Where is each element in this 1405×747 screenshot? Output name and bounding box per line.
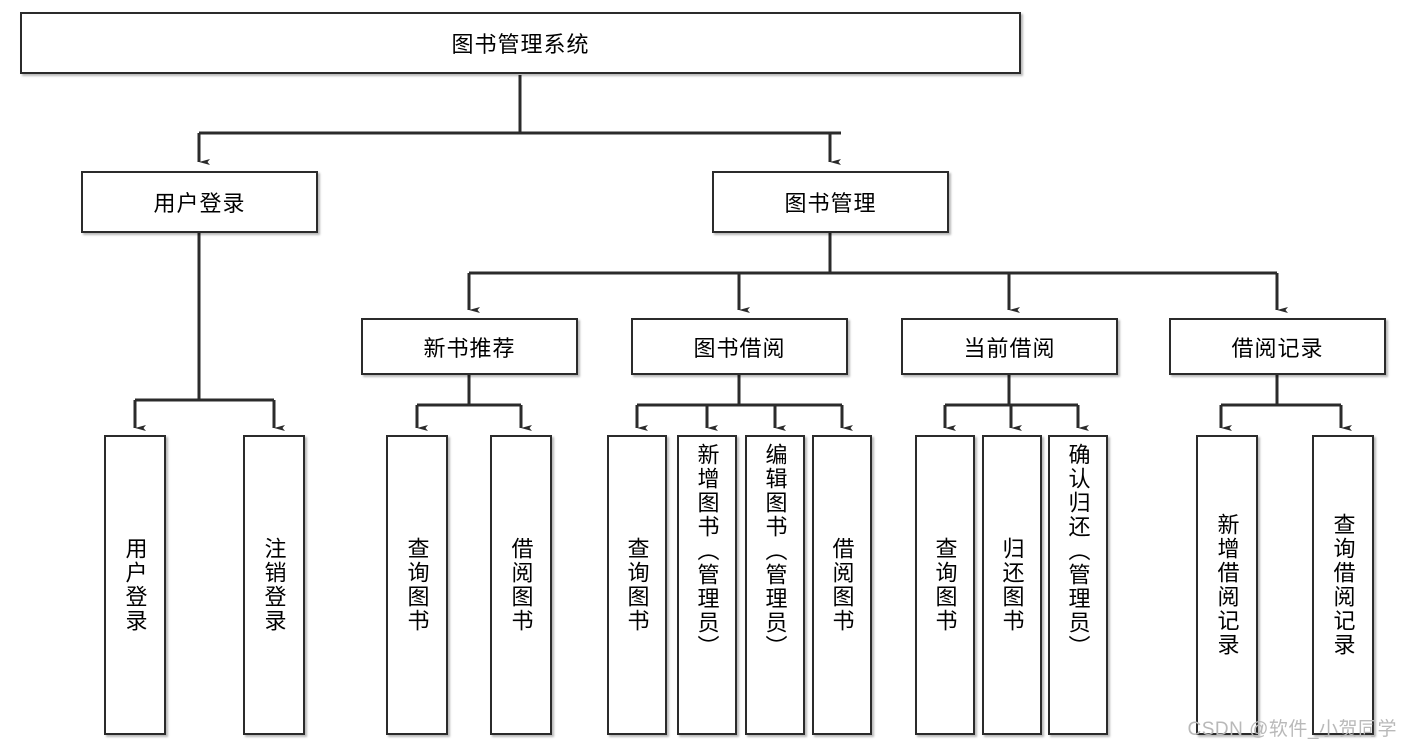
node-leaf-borrow-book-2[interactable]: 借阅图书 (812, 435, 872, 735)
node-leaf-edit-book-label: 编辑图书（管理员） (762, 443, 788, 659)
node-leaf-add-record-label: 新增借阅记录 (1214, 513, 1240, 657)
node-current-borrow[interactable]: 当前借阅 (901, 318, 1118, 375)
node-user-login[interactable]: 用户登录 (81, 171, 318, 233)
node-leaf-add-book-label: 新增图书（管理员） (694, 443, 720, 659)
node-borrow-record[interactable]: 借阅记录 (1169, 318, 1386, 375)
node-leaf-query-book-3[interactable]: 查询图书 (915, 435, 975, 735)
node-leaf-borrow-book-1-label: 借阅图书 (508, 537, 534, 633)
node-leaf-query-book-2[interactable]: 查询图书 (607, 435, 667, 735)
node-leaf-return-book[interactable]: 归还图书 (982, 435, 1042, 735)
node-root-label: 图书管理系统 (451, 32, 590, 57)
node-new-book-recommend[interactable]: 新书推荐 (361, 318, 578, 375)
node-leaf-edit-book[interactable]: 编辑图书（管理员） (745, 435, 805, 735)
node-leaf-confirm-return[interactable]: 确认归还（管理员） (1048, 435, 1108, 735)
csdn-watermark: CSDN @软件_小贺同学 (1187, 719, 1397, 740)
node-leaf-query-book-1[interactable]: 查询图书 (386, 435, 448, 735)
node-new-book-recommend-label: 新书推荐 (423, 335, 516, 361)
node-root[interactable]: 图书管理系统 (20, 12, 1021, 74)
node-leaf-add-book[interactable]: 新增图书（管理员） (677, 435, 737, 735)
node-leaf-user-login-label: 用户登录 (122, 537, 148, 633)
node-leaf-user-login[interactable]: 用户登录 (104, 435, 166, 735)
node-leaf-add-record[interactable]: 新增借阅记录 (1196, 435, 1258, 735)
node-book-manage[interactable]: 图书管理 (712, 171, 949, 233)
node-leaf-logout-label: 注销登录 (261, 537, 287, 633)
node-user-login-label: 用户登录 (153, 191, 246, 216)
node-book-manage-label: 图书管理 (784, 191, 877, 216)
node-borrow-record-label: 借阅记录 (1231, 335, 1324, 361)
node-leaf-query-record[interactable]: 查询借阅记录 (1312, 435, 1374, 735)
node-leaf-query-book-3-label: 查询图书 (932, 537, 958, 633)
node-leaf-query-book-2-label: 查询图书 (624, 537, 650, 633)
node-leaf-return-book-label: 归还图书 (999, 537, 1025, 633)
node-leaf-logout[interactable]: 注销登录 (243, 435, 305, 735)
node-leaf-query-book-1-label: 查询图书 (404, 537, 430, 633)
node-leaf-borrow-book-1[interactable]: 借阅图书 (490, 435, 552, 735)
node-leaf-borrow-book-2-label: 借阅图书 (829, 537, 855, 633)
node-book-borrow[interactable]: 图书借阅 (631, 318, 848, 375)
node-current-borrow-label: 当前借阅 (963, 335, 1056, 361)
node-leaf-confirm-return-label: 确认归还（管理员） (1065, 443, 1091, 659)
node-leaf-query-record-label: 查询借阅记录 (1330, 513, 1356, 657)
node-book-borrow-label: 图书借阅 (693, 335, 786, 361)
